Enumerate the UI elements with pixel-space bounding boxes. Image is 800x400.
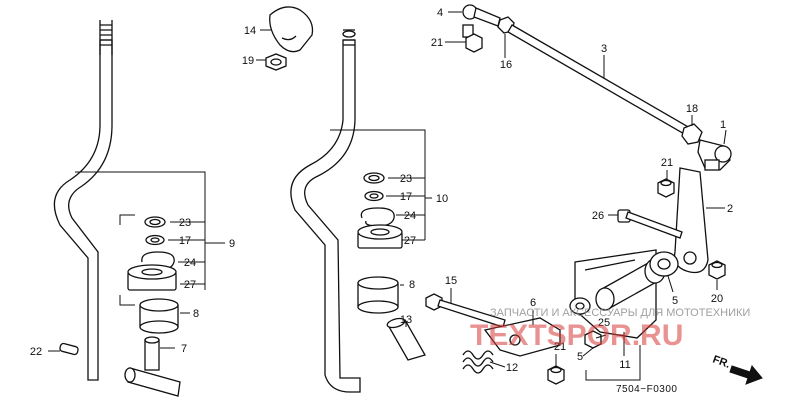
callout-15: 15 (445, 275, 457, 287)
callout-27-left: 27 (184, 279, 196, 291)
bolt-26 (617, 209, 683, 239)
callout-13: 13 (400, 314, 412, 326)
pin-22 (59, 342, 79, 356)
washer-17-right (364, 190, 384, 202)
callout-24-right: 24 (404, 210, 416, 222)
nut-21-upper (657, 178, 675, 198)
callout-9: 9 (229, 238, 235, 250)
callout-20: 20 (711, 293, 723, 305)
bushing-27-right (357, 224, 403, 249)
shift-lever-main (290, 29, 361, 393)
joint-7 (124, 336, 181, 397)
nut-20 (708, 260, 726, 280)
watermark-tagline: ЗАПЧАСТИ И АКСЕССУАРЫ ДЛЯ МОТОТЕХНИКИ (490, 307, 750, 319)
callout-25: 25 (598, 317, 610, 329)
washer-23-right (363, 172, 385, 184)
plate-6 (483, 317, 561, 357)
callout-8-right: 8 (409, 279, 415, 291)
knob-nut (265, 53, 287, 71)
shift-lever-left (53, 20, 113, 381)
collar-5-lower (569, 297, 591, 315)
bushing-8-left (139, 298, 179, 334)
callout-26: 26 (592, 210, 604, 222)
callout-4: 4 (437, 7, 443, 19)
front-direction-indicator: FR. (711, 354, 763, 385)
collar-5-upper (649, 251, 679, 277)
nut-18 (681, 123, 703, 145)
circlip-24-right (360, 207, 395, 227)
callout-24-left: 24 (184, 257, 196, 269)
washer-23-left (144, 216, 166, 228)
callout-labels: 1 2 3 4 5 5 6 7 8 8 9 10 11 12 13 14 15 … (30, 7, 733, 374)
callout-23-right: 23 (400, 173, 412, 185)
arm-2 (673, 167, 709, 274)
callout-5-upper: 5 (672, 295, 678, 307)
bolt-15 (425, 293, 506, 328)
rod-end-1 (697, 139, 732, 171)
callout-21-top: 21 (431, 37, 443, 49)
callout-8-left: 8 (193, 308, 199, 320)
callout-19: 19 (242, 55, 254, 67)
callout-27-right: 27 (404, 235, 416, 247)
callout-2: 2 (727, 203, 733, 215)
diagram-code: 7504−F0300 (616, 384, 677, 395)
callout-10: 10 (436, 193, 448, 205)
bushing-27-left (127, 264, 177, 291)
shift-rod-3 (507, 24, 691, 136)
front-arrow-icon (729, 364, 763, 385)
watermark-brand: TEXTSPOR.RU (470, 319, 683, 352)
bushing-8-right (357, 276, 399, 314)
callout-14: 14 (244, 25, 256, 37)
callout-18: 18 (686, 103, 698, 115)
callout-16: 16 (500, 59, 512, 71)
callout-21-lower: 21 (554, 341, 566, 353)
callout-17-right: 17 (400, 191, 412, 203)
callout-6: 6 (530, 297, 536, 309)
washer-17-left (145, 234, 165, 246)
direction-label: FR. (711, 354, 732, 371)
callout-3: 3 (601, 43, 607, 55)
callout-5-lower: 5 (577, 351, 583, 363)
pin-13 (386, 317, 426, 361)
rod-end-4 (462, 4, 501, 38)
spring-12 (462, 350, 494, 374)
callout-7: 7 (181, 343, 187, 355)
shift-knob (269, 6, 314, 53)
nut-25 (584, 330, 602, 349)
nut-21-top (465, 33, 483, 53)
watermark: TEXTSPOR.RU ЗАПЧАСТИ И АКСЕССУАРЫ ДЛЯ МО… (470, 307, 750, 352)
callout-21-upper: 21 (661, 157, 673, 169)
nut-21-right (547, 365, 565, 385)
leader-lines (48, 11, 727, 381)
callout-17-left: 17 (179, 235, 191, 247)
callout-23-left: 23 (179, 217, 191, 229)
callout-22: 22 (30, 346, 42, 358)
callout-1: 1 (720, 119, 726, 131)
callout-12: 12 (506, 362, 518, 374)
callout-11: 11 (619, 359, 630, 371)
